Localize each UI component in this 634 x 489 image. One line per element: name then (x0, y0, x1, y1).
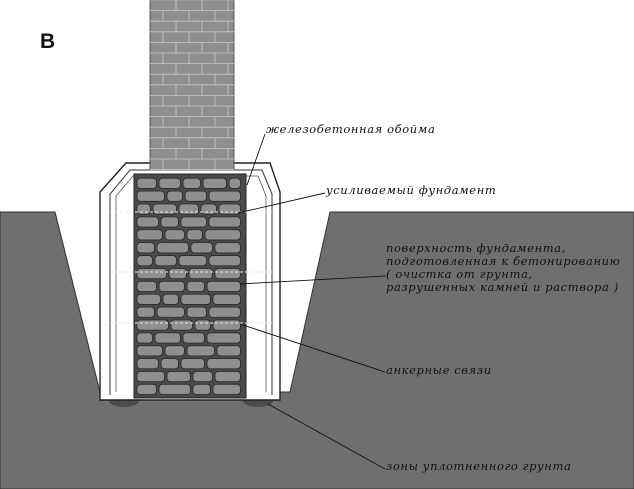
leader-surface (239, 275, 386, 285)
foundation-stone (228, 177, 241, 189)
foundation-stone (208, 216, 241, 228)
foundation-stone (158, 280, 185, 292)
label-surface-line-3: ( очистка от грунта, (386, 267, 533, 281)
foundation-stone (214, 242, 241, 254)
foundation-stone (136, 332, 153, 344)
foundation-stone (168, 267, 187, 280)
foundation-stone (214, 267, 241, 280)
foundation-stone (166, 370, 191, 383)
foundation-stone (212, 383, 241, 396)
foundation-stone (158, 383, 191, 396)
foundation-stone (208, 306, 241, 318)
leader-anchors (239, 323, 386, 373)
foundation-stone (202, 177, 227, 189)
label-compacted-soil: зоны уплотненного грунта (386, 459, 572, 473)
foundation-stone (164, 229, 185, 241)
foundation-stone (192, 370, 213, 383)
foundation-stone (136, 306, 155, 318)
foundation-stone (178, 203, 199, 215)
foundation-stone (182, 177, 201, 189)
foundation-stone (156, 242, 189, 254)
foundation-stone (136, 383, 157, 396)
foundation-stone (136, 203, 151, 215)
foundation-stone (186, 306, 207, 318)
foundation-stone (192, 383, 211, 396)
foundation-stone (206, 280, 241, 292)
foundation-stone (206, 358, 241, 370)
foundation-stone (136, 255, 153, 267)
foundation-stone (162, 293, 179, 305)
foundation-stone (154, 332, 181, 344)
foundation-stone (136, 293, 161, 305)
foundation-stone (190, 242, 213, 254)
foundation-stone (200, 203, 217, 215)
foundation-stone (136, 177, 157, 189)
label-surface-line-2: подготовленная к бетонированию (386, 254, 621, 268)
foundation-stone (188, 267, 213, 280)
foundation-stone (166, 190, 183, 202)
foundation-stone (212, 293, 241, 305)
foundation-stone (218, 203, 241, 215)
foundation-stone (152, 203, 177, 215)
foundation-stone (136, 216, 159, 228)
foundation-stone (178, 255, 207, 267)
foundation-stone (208, 190, 241, 202)
foundation-stone (136, 280, 157, 292)
foundation-stone (216, 345, 241, 357)
foundation-stone (186, 345, 215, 357)
foundation-stone (160, 358, 179, 370)
foundation-stone (136, 358, 159, 370)
foundation-stone (182, 332, 205, 344)
foundation-stone (136, 242, 155, 254)
foundation-stone (156, 306, 185, 318)
foundation-stone (136, 229, 163, 241)
foundation-stone (154, 255, 177, 267)
foundation-stone (136, 267, 167, 280)
soil-trench (0, 211, 634, 489)
label-prepared-surface: поверхность фундамента, подготовленная к… (386, 242, 620, 294)
foundation-stone (186, 229, 203, 241)
label-reinforced-foundation: усиливаемый фундамент (326, 183, 497, 197)
foundation-stone (170, 319, 193, 331)
label-surface-line-4: разрушенных камней и раствора ) (386, 280, 619, 294)
label-anchor-ties: анкерные связи (386, 363, 492, 377)
foundation-stone (136, 319, 169, 331)
foundation-stone (160, 216, 179, 228)
foundation-stone (194, 319, 211, 331)
foundation-stone (180, 216, 207, 228)
foundation-stone (184, 190, 207, 202)
foundation-stone (158, 177, 181, 189)
foundation-stone (206, 332, 241, 344)
foundation-stone (164, 345, 185, 357)
foundation-stone (180, 293, 211, 305)
label-concrete-jacket: железобетонная обойма (266, 122, 436, 136)
foundation-stone (186, 280, 205, 292)
label-surface-line-1: поверхность фундамента, (386, 241, 566, 255)
foundation-stone (204, 229, 241, 241)
foundation-stone (136, 370, 165, 383)
panel-letter: B (40, 30, 56, 53)
foundation-stone (180, 358, 205, 370)
foundation-brick-pattern (136, 177, 241, 396)
wall-brick-pattern (150, 0, 234, 171)
leader-soil (267, 403, 386, 470)
foundation-stone (208, 255, 241, 267)
leader-lines (237, 133, 386, 470)
leader-jacket (246, 133, 266, 186)
foundation-stone (136, 190, 165, 202)
foundation-stone (214, 370, 241, 383)
foundation-stone (212, 319, 241, 331)
foundation-stone (136, 345, 163, 357)
leader-foundation (237, 192, 326, 214)
